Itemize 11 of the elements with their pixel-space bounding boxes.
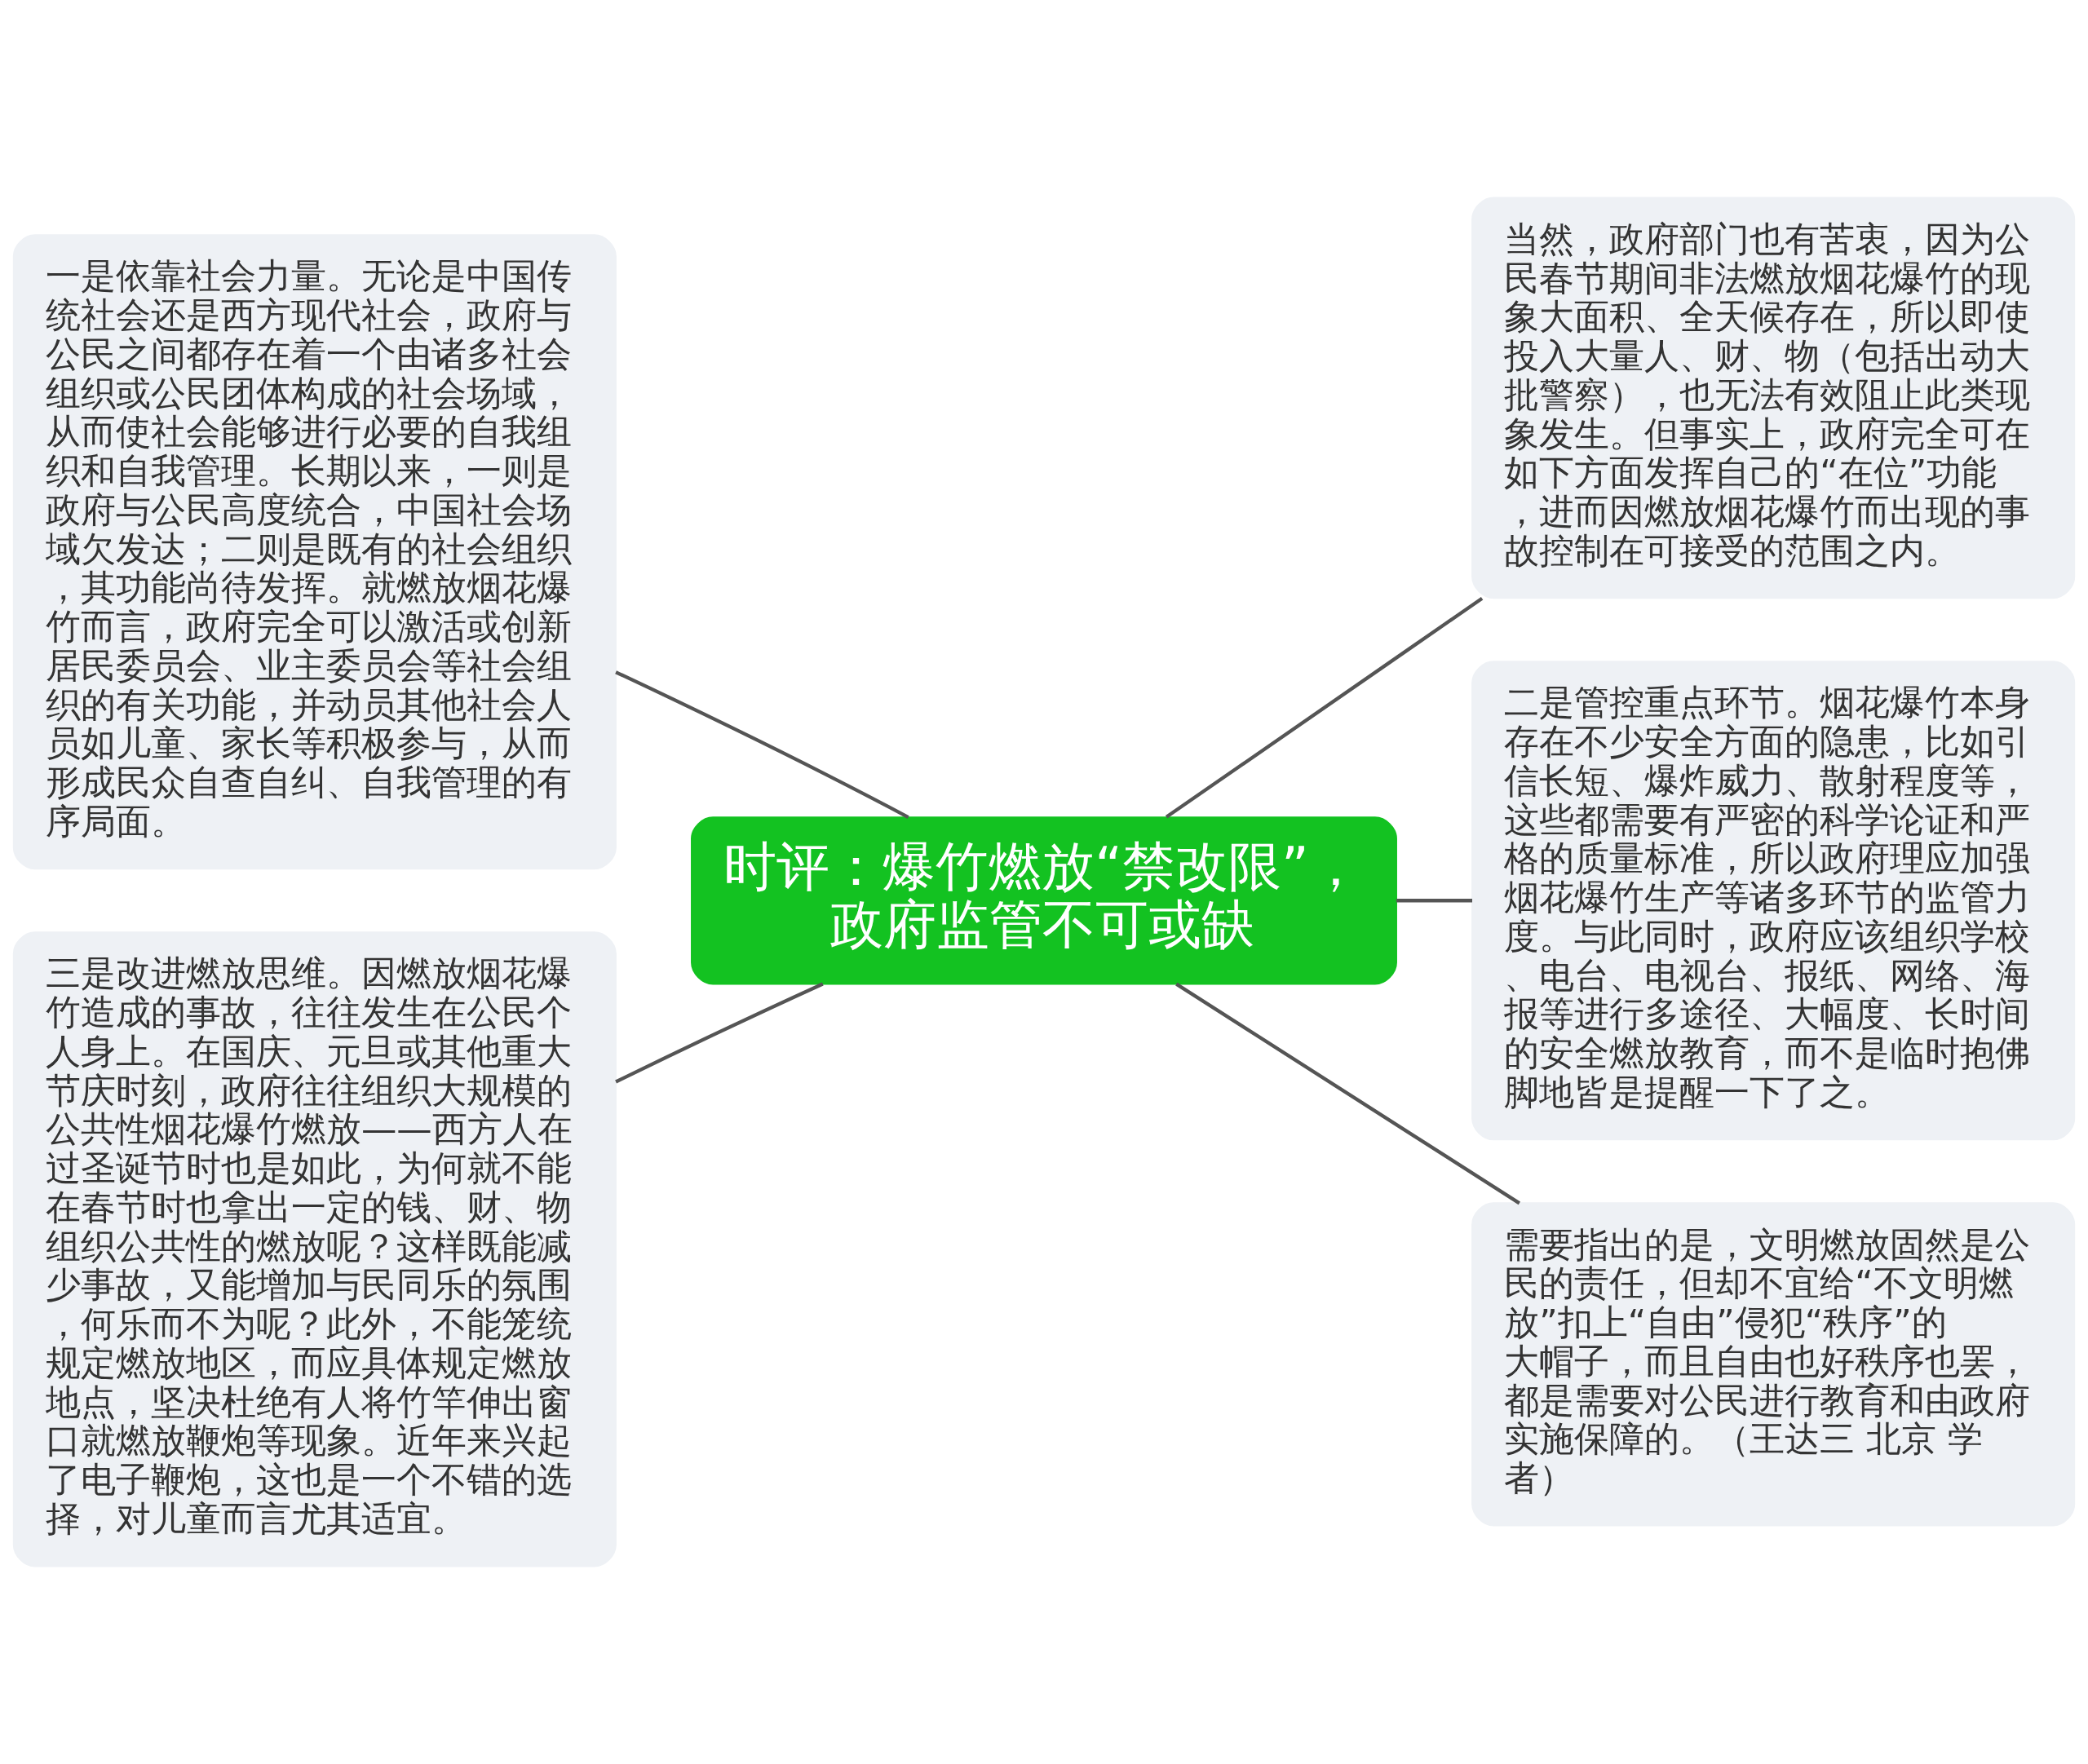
- connector: [1175, 982, 1521, 1205]
- node-box: 三是改进燃放思维。因燃放烟花爆竹造成的事故，往往发生在公民个人身上。在国庆、元旦或其他重大节庆时刻，政府往往组织大规模的公共性烟花爆竹燃放——西方人在过圣诞节时也是如此，为何就不能在春节时也拿出一定的钱、财、物组织公共性的燃放呢？这样既能减少事故，又能增加与民同乐的氛围，何乐而不为呢？此外，不能笼统规定燃放地区，而应具体规定燃放地点，坚决杜绝有人将竹竿伸出窗口就燃放鞭炮等现象。近年来兴起了电子鞭炮，这也是一个不错的选择，对儿童而言尤其适宜。: [12, 931, 617, 1567]
- node-box: 需要指出的是，文明燃放固然是公民的责任，但却不宜给“不文明燃放”扣上“自由”侵犯“秩序”的大帽子，而且自由也好秩序也罢，都是需要对公民进行教育和由政府实施保障的。（王达三 北京 学者）: [1471, 1202, 2076, 1527]
- connector: [1396, 899, 1472, 903]
- node-box: 二是管控重点环节。烟花爆竹本身存在不少安全方面的隐患，比如引信长短、爆炸威力、散射程度等，这些都需要有严密的科学论证和严格的质量标准，所以政府理应加强烟花爆竹生产等诸多环节的监管力度。与此同时，政府应该组织学校、电台、电视台、报纸、网络、海报等进行多途径、大幅度、长时间的安全燃放教育，而不是临时抱佛脚地皆是提醒一下了之。: [1471, 661, 2076, 1141]
- node-box: 时评：爆竹燃放“禁改限”，政府监管不可或缺: [691, 816, 1397, 985]
- node-box: 当然，政府部门也有苦衷，因为公民春节期间非法燃放烟花爆竹的现象大面积、全天候存在，所以即使投入大量人、财、物（包括出动大批警察），也无法有效阻止此类现象发生。但事实上，政府完全可在如下方面发挥自己的“在位”功能，进而因燃放烟花爆竹而出现的事故控制在可接受的范围之内。: [1471, 197, 2076, 599]
- connector: [1165, 596, 1484, 819]
- connector: [615, 670, 909, 819]
- connector: [615, 982, 824, 1084]
- node-box: 一是依靠社会力量。无论是中国传统社会还是西方现代社会，政府与公民之间都存在着一个由诸多社会组织或公民团体构成的社会场域，从而使社会能够进行必要的自我组织和自我管理。长期以来，一则是政府与公民高度统合，中国社会场域欠发达；二则是既有的社会组织，其功能尚待发挥。就燃放烟花爆竹而言，政府完全可以激活或创新居民委员会、业主委员会等社会组织的有关功能，并动员其他社会人员如儿童、家长等积极参与，从而形成民众自查自纠、自我管理的有序局面。: [12, 234, 617, 870]
